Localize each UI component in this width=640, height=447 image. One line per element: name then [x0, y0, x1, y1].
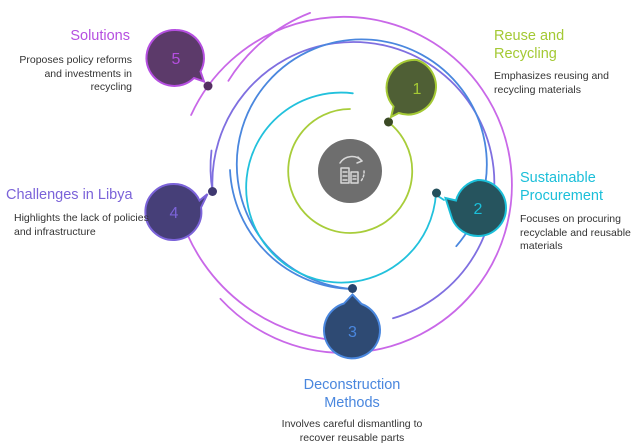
- ring-stage-5-outer-tail: [178, 211, 355, 342]
- stage-1-title: Reuse and Recycling: [494, 28, 565, 62]
- stage-4-desc: Highlights the lack of policies and infr…: [14, 212, 149, 238]
- bubble-number-3: 3: [348, 324, 357, 341]
- stage-2-desc: Focuses on procuring recyclable and reus…: [520, 213, 631, 252]
- bubble-stage-3: 3: [323, 293, 381, 360]
- dot-stage-1: [384, 117, 393, 127]
- bubble-number-4: 4: [170, 205, 179, 222]
- bubble-stage-4: 4: [144, 182, 209, 241]
- dot-stage-3: [348, 284, 357, 293]
- ring-stage-5-inner: [227, 12, 311, 82]
- bubble-number-2: 2: [474, 201, 483, 218]
- bubble-stage-5: 5: [145, 28, 206, 87]
- deconstruction-recycle-icon: [339, 155, 365, 184]
- center-hub: [318, 139, 382, 203]
- stage-3-title: Deconstruction Methods: [303, 377, 401, 411]
- dot-stage-2: [432, 188, 441, 198]
- stage-2-title: Sustainable Procurement: [520, 170, 604, 204]
- ring-stage-3-tail: [229, 169, 353, 290]
- bubble-stage-1: 1: [385, 58, 437, 119]
- dot-stage-4: [208, 187, 217, 196]
- ring-stage-2: [245, 91, 437, 284]
- dot-stage-5: [203, 81, 213, 91]
- ring-stage-1: [287, 108, 414, 234]
- bubble-number-5: 5: [172, 51, 181, 68]
- bubble-number-1: 1: [413, 81, 422, 98]
- bubble-stage-2: 2: [444, 178, 507, 238]
- stage-3-desc: Involves careful dismantling to recover …: [281, 418, 423, 444]
- stage-1-desc: Emphasizes reusing and recycling materia…: [494, 70, 609, 96]
- ring-stage-4: [211, 41, 496, 320]
- stage-5-desc: Proposes policy reforms and investments …: [19, 54, 132, 93]
- stage-4-title: Challenges in Libya: [6, 187, 133, 203]
- stage-5-title: Solutions: [70, 28, 130, 44]
